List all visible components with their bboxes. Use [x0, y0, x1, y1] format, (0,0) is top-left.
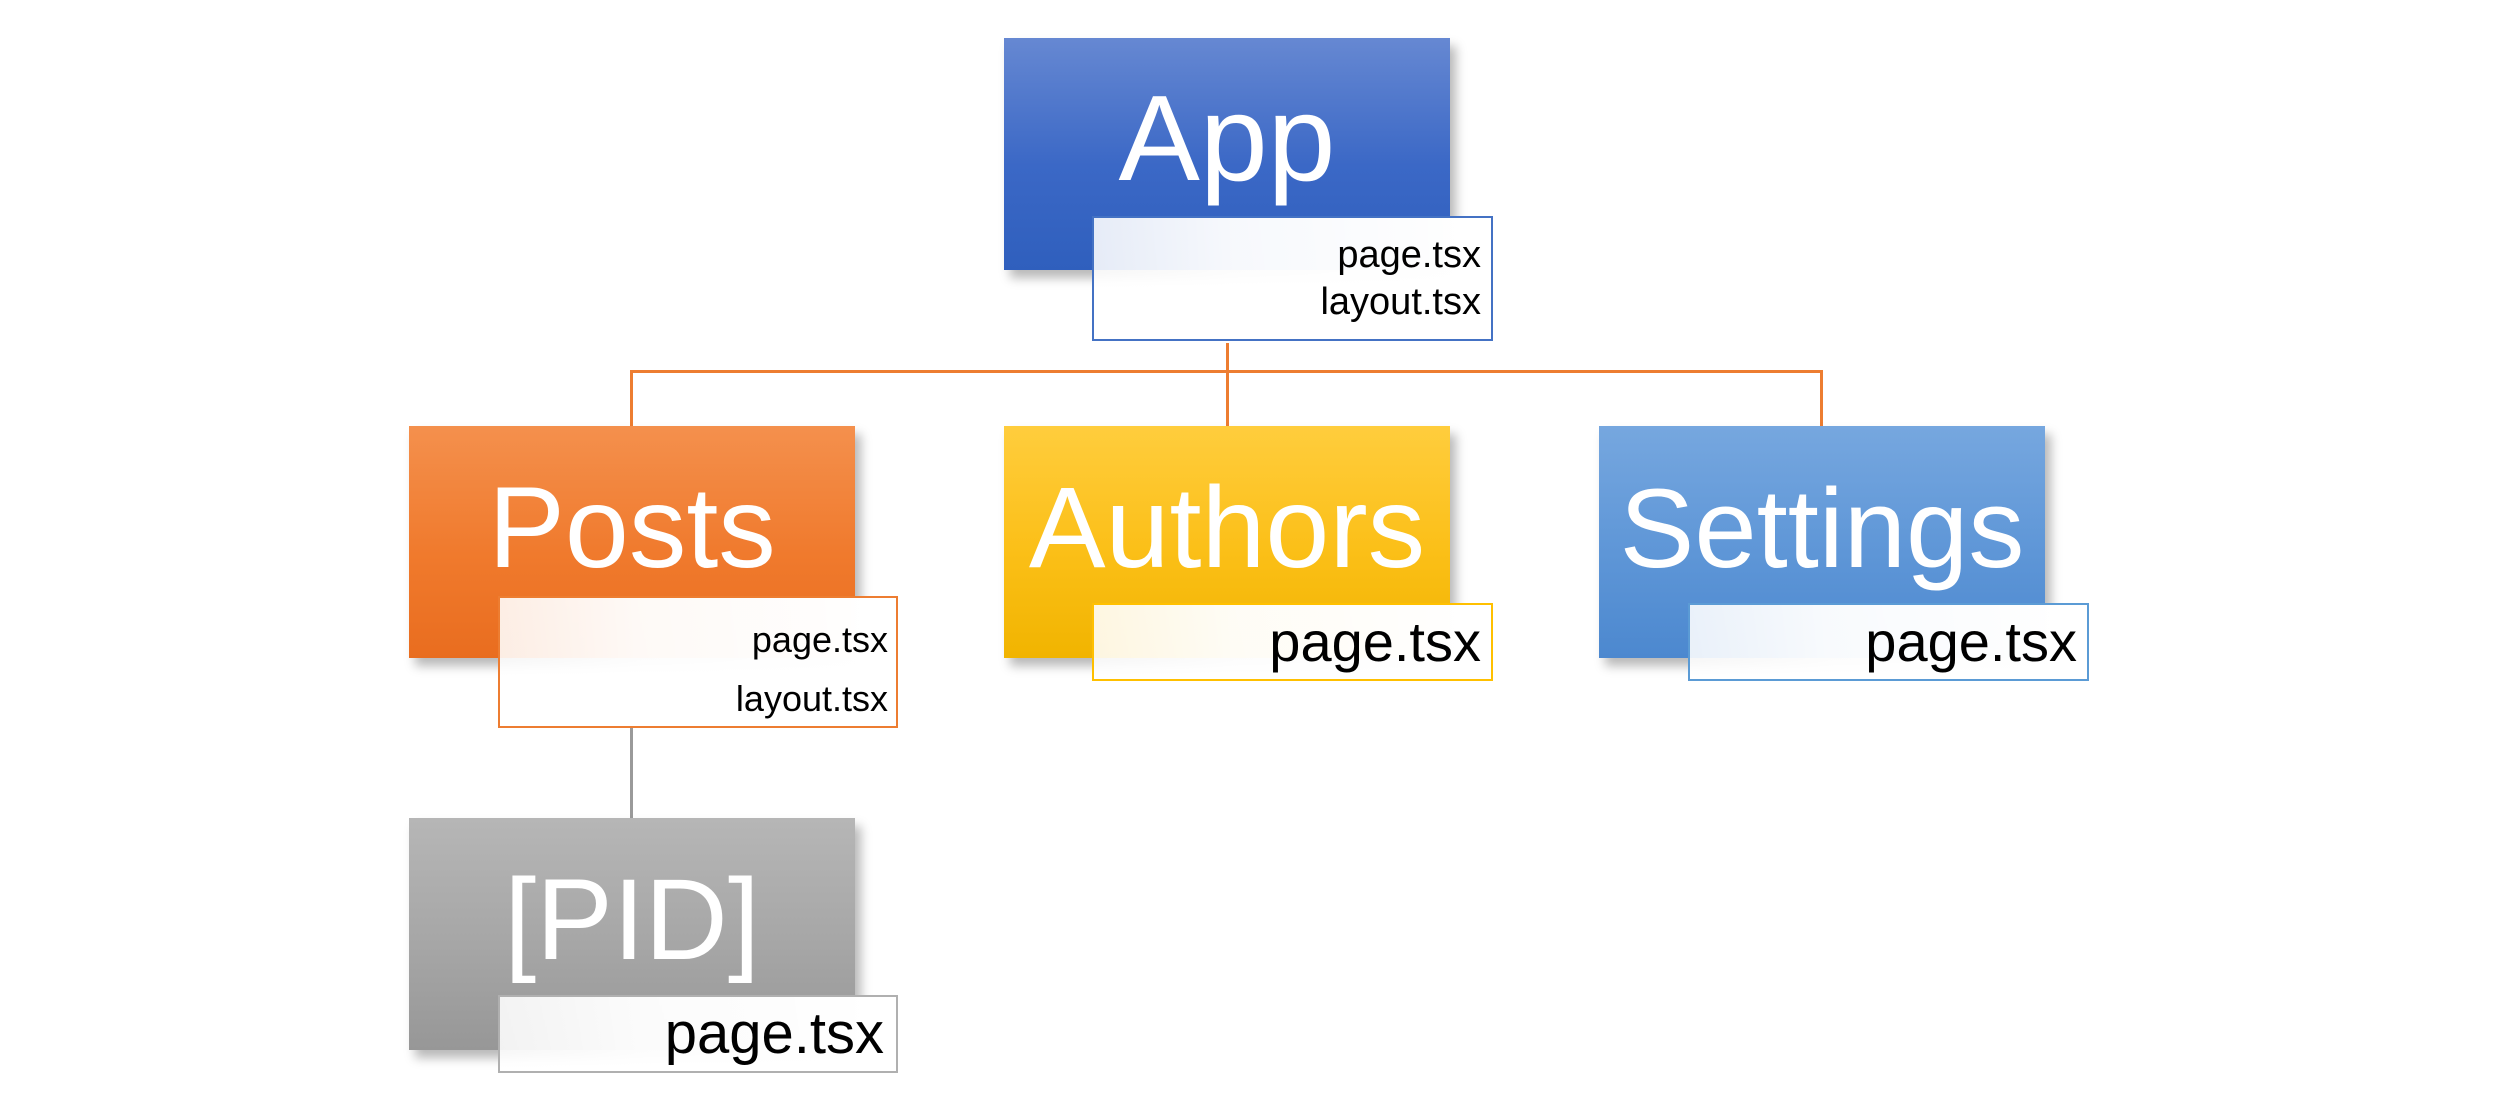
- node-pid-files: page.tsx: [498, 995, 898, 1073]
- node-pid-title: [PID]: [504, 856, 760, 984]
- connector-to-posts: [630, 370, 633, 426]
- node-authors-title: Authors: [1028, 464, 1426, 592]
- connector-posts-to-pid: [630, 728, 633, 818]
- connector-to-settings: [1820, 370, 1823, 426]
- file-label-layout: layout.tsx: [735, 678, 888, 719]
- node-settings-files: page.tsx: [1688, 603, 2089, 681]
- file-label-page: page.tsx: [1269, 610, 1481, 673]
- connector-app-down: [1226, 343, 1229, 373]
- node-posts-title: Posts: [488, 464, 776, 592]
- file-label-page: page.tsx: [664, 1001, 884, 1066]
- node-posts-files: page.tsx layout.tsx: [498, 596, 898, 728]
- file-label-page: page.tsx: [751, 619, 888, 660]
- node-authors: Authors: [1004, 426, 1450, 658]
- node-settings-title: Settings: [1619, 466, 2025, 591]
- file-label-page: page.tsx: [1865, 610, 2077, 673]
- file-label-page: page.tsx: [1337, 234, 1481, 276]
- node-app-title: App: [1118, 70, 1336, 206]
- node-app-files: page.tsx layout.tsx: [1092, 216, 1493, 341]
- file-label-layout: layout.tsx: [1320, 281, 1481, 323]
- node-authors-files: page.tsx: [1092, 603, 1493, 681]
- connector-to-authors: [1226, 370, 1229, 426]
